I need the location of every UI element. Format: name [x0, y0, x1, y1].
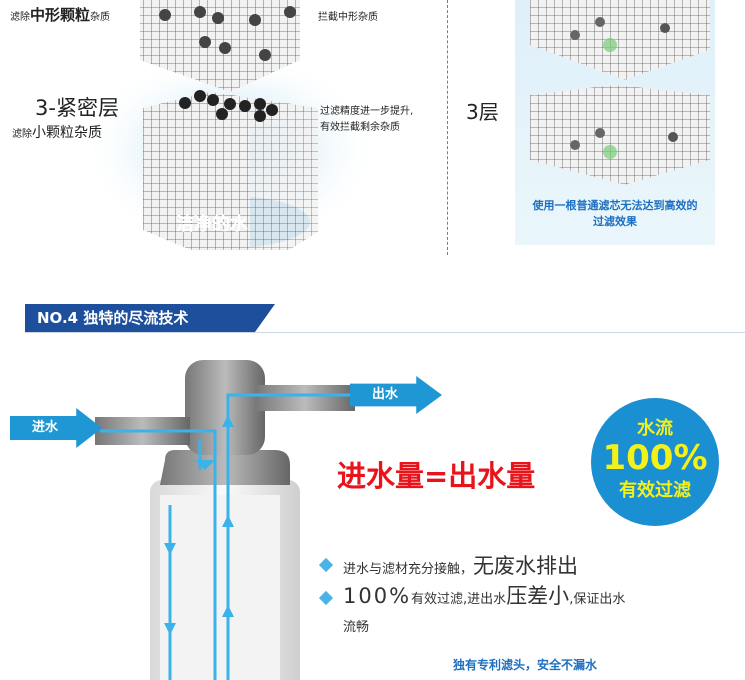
outlet-label: 出水: [372, 387, 399, 402]
footer-note: 独有专利滤头，安全不漏水: [453, 658, 598, 672]
badge-line1: 水流: [637, 418, 673, 439]
ordinary-filter-cubes: [530, 0, 710, 185]
inlet-label: 进水: [32, 420, 59, 435]
section-divider: [25, 332, 745, 333]
layer3-subtitle: 滤除小颗粒杂质: [12, 125, 102, 141]
layer2-description: 拦截中形杂质: [318, 12, 378, 23]
badge-line3: 有效过滤: [619, 480, 691, 501]
efficiency-badge: 水流 100% 有效过滤: [591, 398, 719, 526]
comparison-caption: 使用一根普通滤芯无法达到高效的过滤效果: [532, 199, 698, 228]
layer3-title: 3-紧密层: [35, 96, 119, 120]
badge-percent: 100%: [602, 438, 708, 478]
layer3-label: 3层: [466, 100, 499, 124]
section-title: NO.4 独特的尽流技术: [25, 304, 275, 332]
bullet-1: 进水与滤材充分接触，无废水排出: [343, 554, 579, 578]
filter-flow-diagram: [95, 360, 355, 680]
layer2-subtitle: 滤除中形颗粒杂质: [10, 6, 111, 24]
medium-layer-cube: [140, 0, 300, 92]
dashed-divider: [447, 0, 448, 255]
clean-water-label: 洁净的水: [176, 214, 248, 235]
bullet-2: 100%有效过滤,进出水压差小,保证出水流畅: [343, 584, 626, 635]
dense-layer-cube: [143, 90, 318, 250]
flow-headline: 进水量=出水量: [337, 459, 536, 493]
layer3-description: 过滤精度进一步提升,有效拦截剩余杂质: [320, 106, 414, 133]
filter-layers-illustration: [80, 0, 380, 250]
